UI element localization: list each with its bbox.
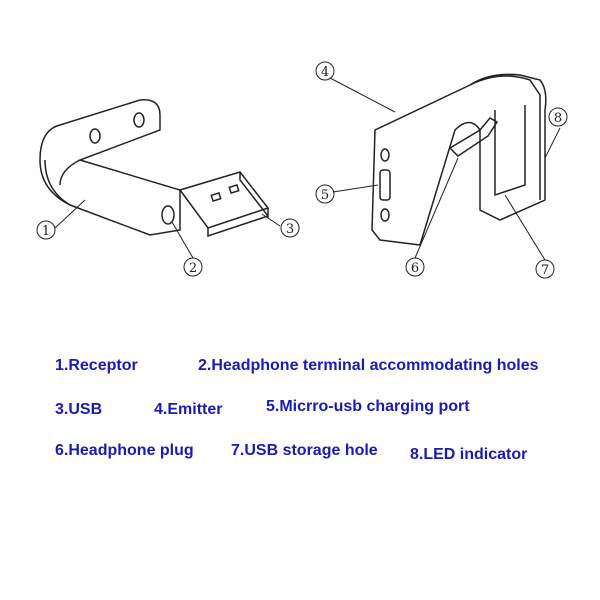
legend-headphone-plug: 6.Headphone plug — [55, 442, 194, 459]
legend-emitter: 4.Emitter — [154, 401, 223, 418]
callout-2: 2 — [189, 261, 197, 276]
callout-8: 8 — [554, 111, 562, 126]
callout-4: 4 — [321, 65, 329, 80]
callout-1: 1 — [42, 224, 50, 239]
usb-plug-drawing — [178, 171, 270, 238]
callout-7: 7 — [541, 263, 549, 278]
callout-3: 3 — [286, 222, 294, 237]
legend-led: 8.LED indicator — [410, 446, 528, 463]
legend-charging-port: 5.Micrro-usb charging port — [266, 398, 470, 415]
legend-usb-storage: 7.USB storage hole — [231, 442, 378, 459]
callout-5: 5 — [321, 188, 329, 203]
callout-6: 6 — [411, 261, 419, 276]
legend-headphone-holes: 2.Headphone terminal accommodating holes — [198, 357, 539, 374]
legend-usb: 3.USB — [55, 401, 103, 418]
leader-lines — [54, 77, 561, 261]
emitter-drawing — [371, 73, 547, 246]
receptor-drawing — [39, 99, 181, 236]
legend-receptor: 1.Receptor — [55, 357, 138, 374]
